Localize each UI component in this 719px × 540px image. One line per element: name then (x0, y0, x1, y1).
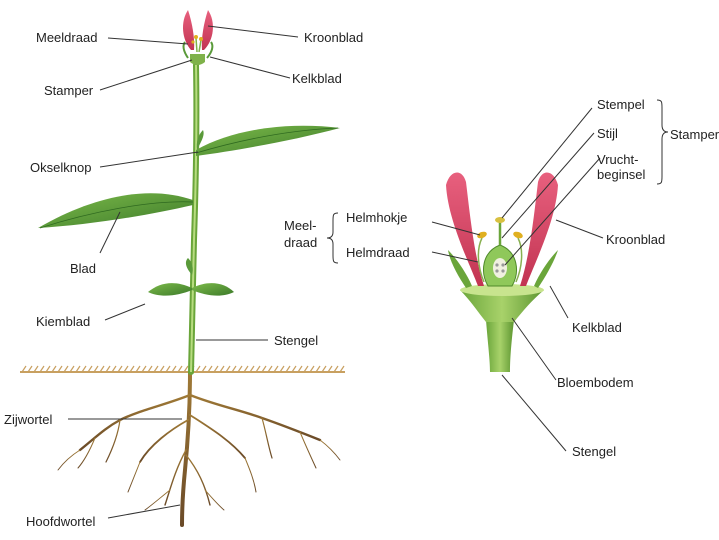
stigma (495, 217, 505, 223)
label-kelkblad-flower: Kelkblad (572, 320, 622, 335)
label-stempel: Stempel (597, 97, 645, 112)
label-kelkblad: Kelkblad (292, 71, 342, 86)
label-helmdraad: Helmdraad (346, 245, 410, 260)
label-hoofdwortel: Hoofdwortel (26, 514, 95, 529)
label-bloembodem: Bloembodem (557, 375, 634, 390)
label-kroonblad: Kroonblad (304, 30, 363, 45)
cotyledon-right (192, 283, 234, 296)
label-okselknop: Okselknop (30, 160, 91, 175)
plant-flower (183, 10, 213, 65)
label-kiemblad: Kiemblad (36, 314, 90, 329)
label-zijwortel: Zijwortel (4, 412, 52, 427)
root-system (58, 372, 340, 525)
label-stamper: Stamper (44, 83, 93, 98)
label-stamper-flower: Stamper (670, 127, 719, 142)
stamper-bracket (657, 100, 668, 184)
leaf-right (196, 126, 340, 156)
plant-leader-lines (68, 26, 298, 518)
cotyledon-left (148, 283, 192, 296)
soil-line (20, 366, 345, 372)
meeldraad-bracket (327, 213, 338, 263)
label-kroonblad-flower: Kroonblad (606, 232, 665, 247)
label-vruchtbeginsel-1: Vrucht- (597, 152, 638, 167)
label-stengel-flower: Stengel (572, 444, 616, 459)
flower-stem (486, 320, 514, 372)
leaf-left (38, 193, 193, 228)
label-stengel: Stengel (274, 333, 318, 348)
label-meel-2: draad (284, 235, 317, 250)
petal-left (446, 173, 484, 286)
label-blad: Blad (70, 261, 96, 276)
label-meeldraad: Meeldraad (36, 30, 97, 45)
label-stijl: Stijl (597, 126, 618, 141)
label-vruchtbeginsel-2: beginsel (597, 167, 645, 182)
label-helmhokje: Helmhokje (346, 210, 407, 225)
label-meel-1: Meel- (284, 218, 317, 233)
